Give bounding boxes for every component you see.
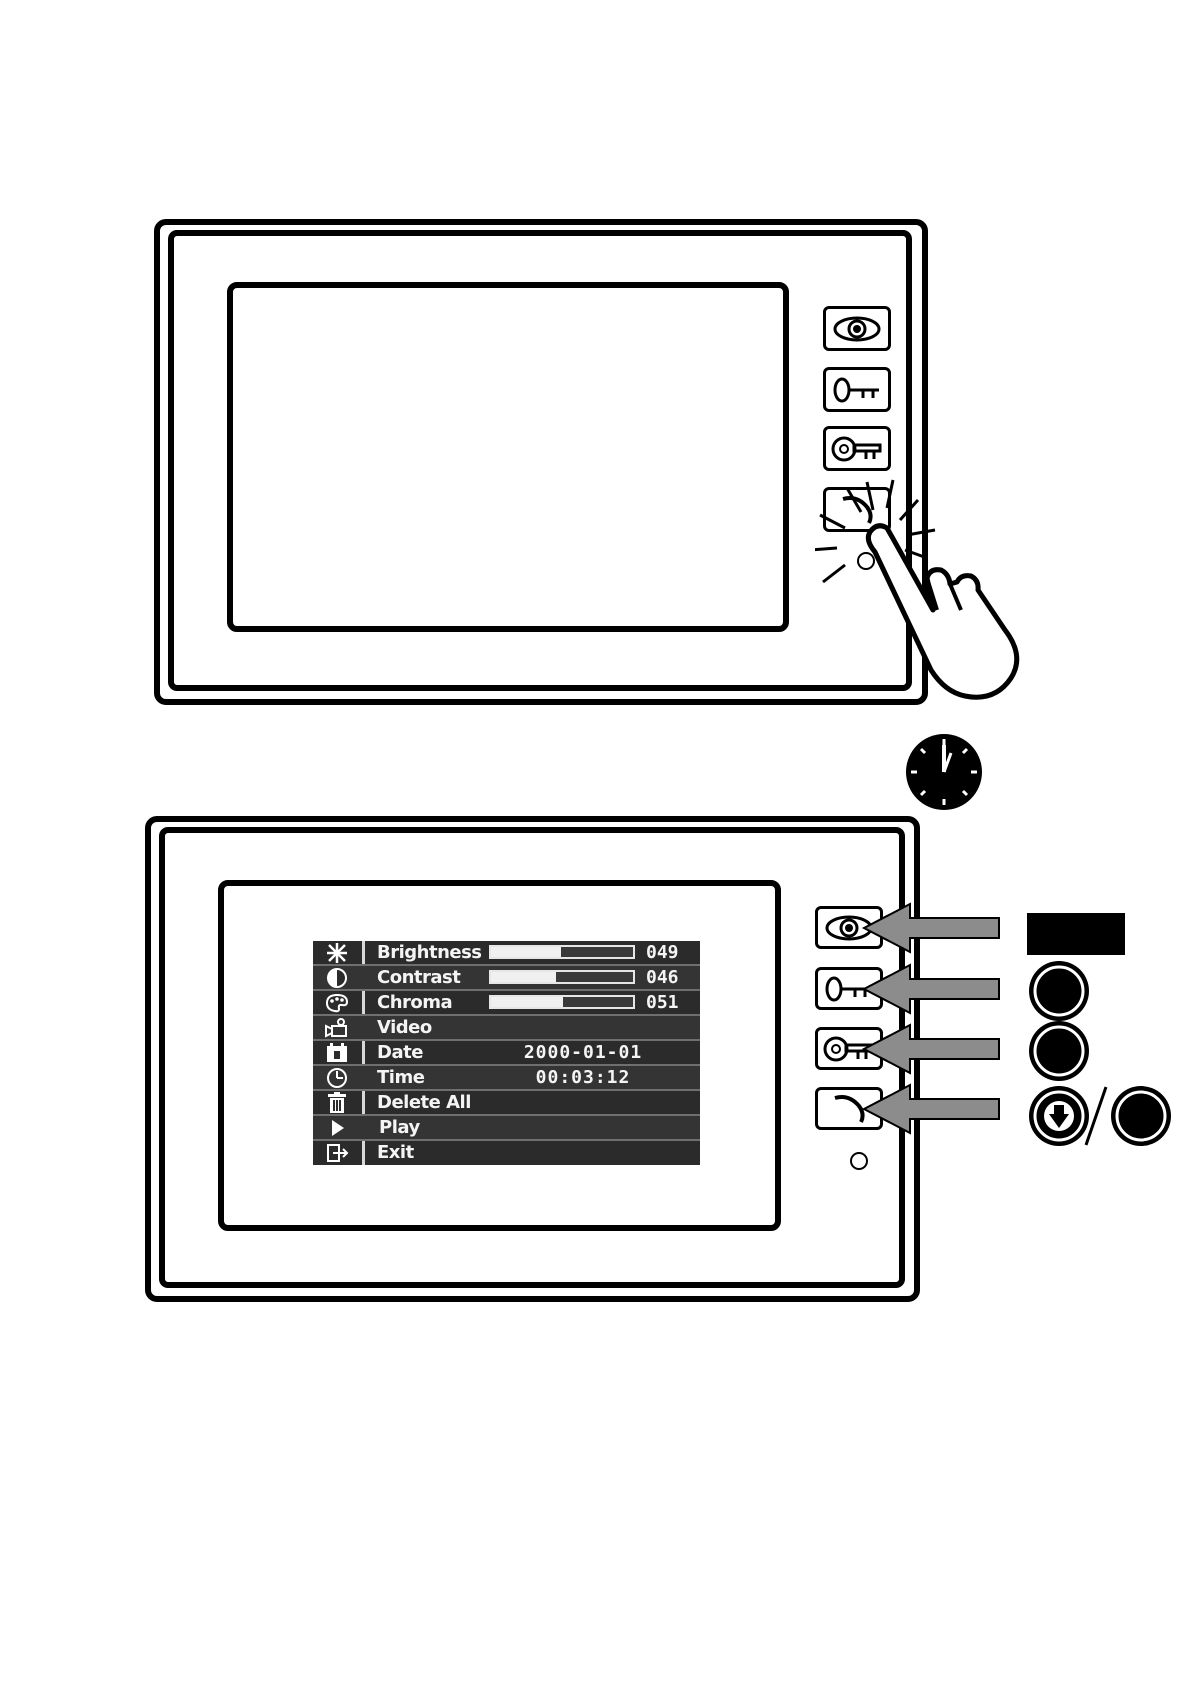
top-monitor-button-key[interactable]	[823, 367, 891, 412]
clock-wait-icon	[903, 731, 985, 813]
door-key-icon	[830, 433, 884, 465]
osd-row-play[interactable]: Play	[313, 1116, 700, 1141]
chroma-level-bar	[489, 995, 635, 1009]
osd-label: Date	[377, 1041, 423, 1064]
osd-row-time[interactable]: Time 00:03:12	[313, 1066, 700, 1091]
time-value: 00:03:12	[483, 1066, 683, 1089]
top-monitor-button-eye[interactable]	[823, 306, 891, 351]
brightness-icon	[323, 941, 351, 964]
osd-label: Contrast	[377, 966, 460, 989]
osd-label: Delete All	[377, 1091, 471, 1114]
brightness-level-fill	[491, 947, 561, 957]
osd-label: Chroma	[377, 991, 452, 1014]
osd-label: Video	[377, 1016, 432, 1039]
video-camera-icon	[323, 1016, 351, 1039]
chroma-level-fill	[491, 997, 563, 1007]
osd-row-contrast[interactable]: Contrast 046	[313, 966, 700, 991]
exit-icon	[323, 1141, 351, 1164]
calendar-icon	[323, 1041, 351, 1064]
chroma-value: 051	[646, 991, 679, 1014]
chroma-icon	[323, 991, 351, 1014]
legend-circle-icon	[1108, 1083, 1174, 1149]
legend-circle-icon	[1026, 1018, 1092, 1084]
bottom-monitor-indicator-led	[850, 1152, 868, 1170]
osd-label: Brightness	[377, 941, 482, 964]
arrow-left-icon	[860, 1081, 1000, 1137]
arrow-left-icon	[860, 1021, 1000, 1077]
contrast-level-fill	[491, 972, 556, 982]
trash-icon	[323, 1091, 351, 1114]
legend-black-box	[1027, 913, 1125, 955]
arrow-left-icon	[860, 961, 1000, 1017]
brightness-level-bar	[489, 945, 635, 959]
brightness-value: 049	[646, 941, 679, 964]
top-monitor-button-door-key[interactable]	[823, 426, 891, 471]
play-icon	[323, 1116, 351, 1139]
osd-label: Exit	[377, 1141, 414, 1164]
slash-divider-icon	[1082, 1085, 1110, 1147]
arrow-left-icon	[860, 900, 1000, 956]
osd-label: Time	[377, 1066, 424, 1089]
osd-menu: Brightness 049 Contrast 046 Chroma 051 V…	[313, 941, 700, 1165]
contrast-value: 046	[646, 966, 679, 989]
contrast-level-bar	[489, 970, 635, 984]
osd-row-delete-all[interactable]: Delete All	[313, 1091, 700, 1116]
osd-row-brightness[interactable]: Brightness 049	[313, 941, 700, 966]
osd-row-chroma[interactable]: Chroma 051	[313, 991, 700, 1016]
osd-row-exit[interactable]: Exit	[313, 1141, 700, 1166]
top-monitor-screen	[227, 282, 789, 632]
osd-row-video[interactable]: Video	[313, 1016, 700, 1041]
key-icon	[831, 375, 883, 405]
osd-row-date[interactable]: Date 2000-01-01	[313, 1041, 700, 1066]
eye-icon	[832, 314, 882, 344]
contrast-icon	[323, 966, 351, 989]
osd-label: Play	[379, 1116, 420, 1139]
legend-circle-icon	[1026, 958, 1092, 1024]
date-value: 2000-01-01	[483, 1041, 683, 1064]
clock-icon	[323, 1066, 351, 1089]
pressing-hand-icon	[815, 470, 1040, 705]
